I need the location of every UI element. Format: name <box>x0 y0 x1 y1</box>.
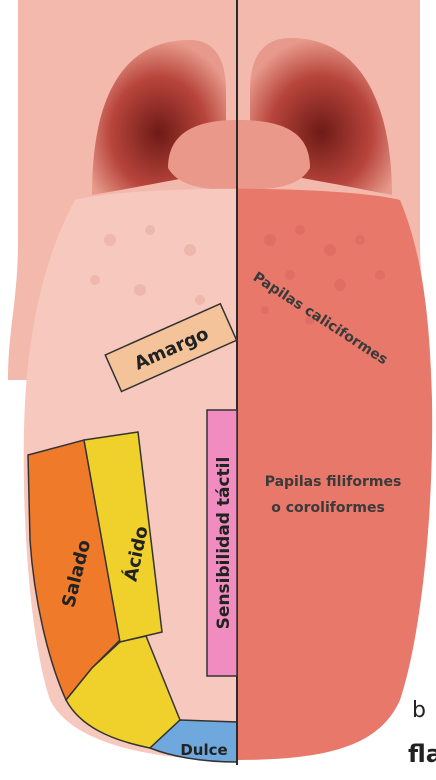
cutoff-text-line1: b <box>412 698 426 723</box>
sweet-label: Dulce <box>180 741 227 759</box>
epiglottis <box>168 120 310 190</box>
cutoff-text-line2: fla <box>408 740 436 768</box>
filiform-label-line1: Papilas filiformes <box>265 474 402 490</box>
filiform-label-line2: o coroliformes <box>271 500 385 516</box>
tactile-label: Sensibilidad táctil <box>214 457 234 630</box>
